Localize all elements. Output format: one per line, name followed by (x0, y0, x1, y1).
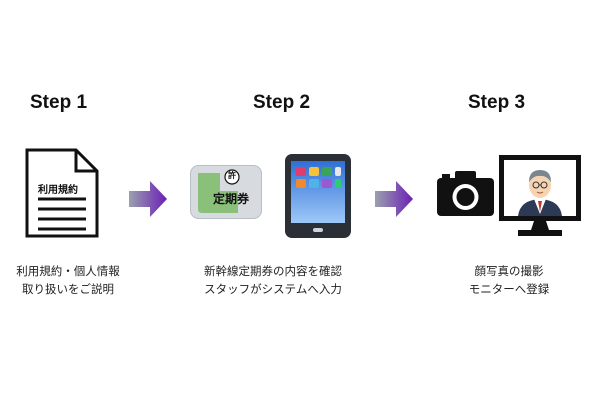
camera-icon (437, 171, 494, 216)
document-icon (25, 148, 99, 238)
caption-line: 取り扱いをご説明 (22, 282, 114, 296)
caption-line: スタッフがシステムへ入力 (204, 282, 342, 296)
card-badge: 許 (228, 171, 236, 180)
caption-line: 利用規約・個人情報 (16, 264, 120, 278)
caption-line: 新幹線定期券の内容を確認 (204, 264, 342, 278)
step-3-title: Step 3 (468, 92, 526, 113)
arrow-right-icon (375, 181, 413, 217)
commuter-pass-card-icon (190, 165, 262, 219)
step-2-caption: 新幹線定期券の内容を確認 スタッフがシステムへ入力 (178, 262, 368, 298)
document-label: 利用規約 (38, 185, 78, 196)
card-label: 定期券 (213, 192, 250, 206)
step-2-title: Step 2 (253, 92, 311, 113)
step-1-caption: 利用規約・個人情報 取り扱いをご説明 (0, 262, 163, 298)
caption-line: モニターへ登録 (468, 282, 550, 296)
monitor-icon (499, 155, 581, 236)
tablet-icon (285, 154, 351, 238)
caption-line: 顔写真の撮影 (474, 264, 544, 278)
step-1-title: Step 1 (30, 92, 88, 113)
arrow-right-icon (129, 181, 167, 217)
step-3-caption: 顔写真の撮影 モニターへ登録 (414, 262, 600, 298)
